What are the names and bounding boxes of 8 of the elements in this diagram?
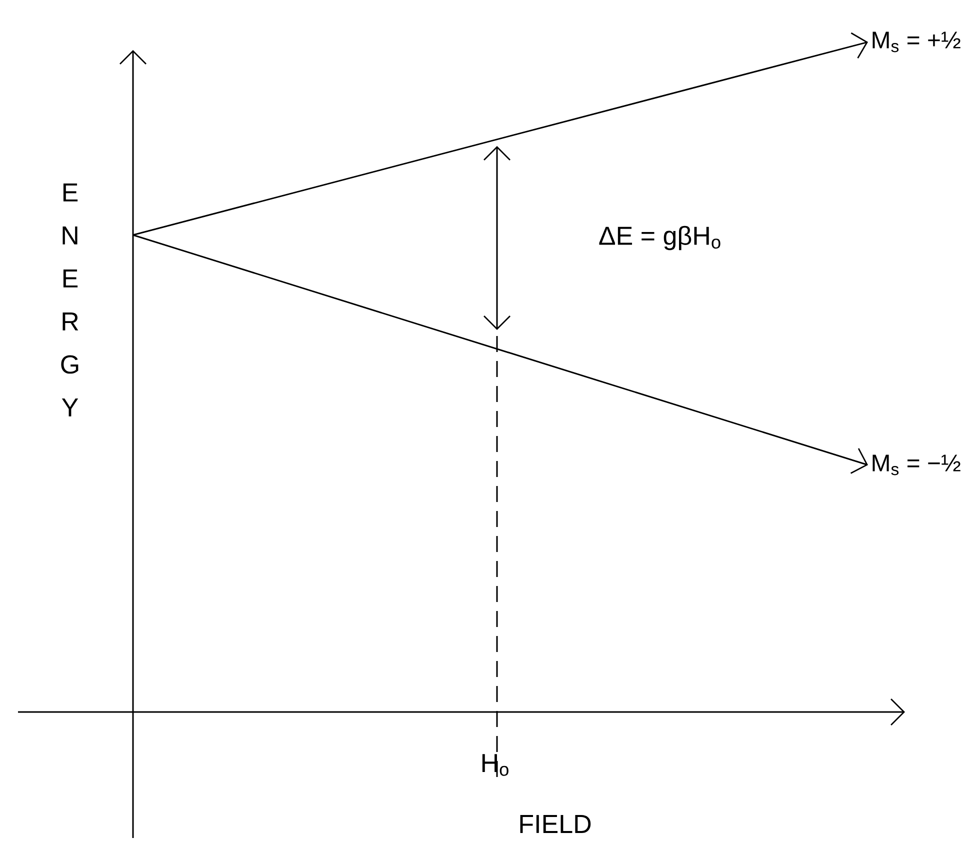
- level-label: M$_{s}$ = −½: [872, 454, 960, 476]
- level-label: M$_{s}$ = +½: [872, 32, 960, 52]
- energy-line: [132, 234, 868, 474]
- formula-label: ΔE = gβH$_{o}$: [599, 226, 720, 250]
- axis-label: H$_{o}$: [482, 754, 508, 776]
- axis-label: ENERGY: [61, 184, 78, 416]
- energy-line: [132, 32, 868, 236]
- axis-label: FIELD: [520, 815, 591, 833]
